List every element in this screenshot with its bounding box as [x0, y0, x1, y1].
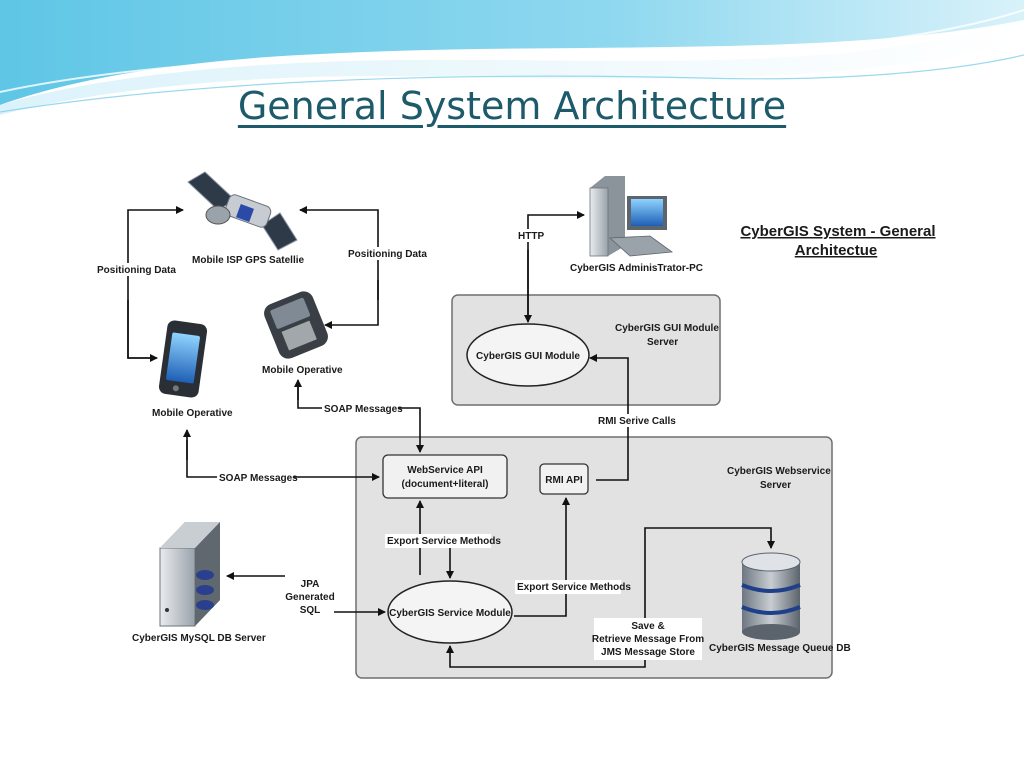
- edge-jpa-label-line1: JPA: [301, 579, 320, 590]
- mysql-db-server-icon: [159, 522, 220, 627]
- edge-positioning-right-up: [299, 206, 379, 300]
- edge-save-label-line3: JMS Message Store: [601, 647, 695, 658]
- edge-soap-left-label: SOAP Messages: [219, 473, 298, 484]
- mobile-right-label: Mobile Operative: [262, 365, 343, 376]
- message-queue-db-icon: [741, 552, 801, 640]
- edge-positioning-right-down: [324, 280, 379, 329]
- diagram-heading-line2: Architectue: [795, 242, 878, 259]
- satellite-icon: [187, 171, 298, 251]
- edge-export-left-label: Export Service Methods: [387, 536, 501, 547]
- rmi-api-label: RMI API: [545, 475, 583, 486]
- satellite-label: Mobile ISP GPS Satellie: [192, 255, 305, 266]
- edge-soap-top-label: SOAP Messages: [324, 404, 403, 415]
- admin-pc-label: CyberGIS AdminisTrator-PC: [570, 263, 703, 274]
- ws-api-label-line1: WebService API: [407, 465, 483, 476]
- page-title: General System Architecture: [237, 84, 787, 128]
- edge-export-right: [514, 497, 570, 617]
- service-module-node: [387, 580, 513, 644]
- diagram-heading-line1: CyberGIS System - General: [740, 223, 935, 240]
- edge-positioning-right-label: Positioning Data: [348, 249, 427, 260]
- edge-positioning-left-down: [127, 300, 158, 362]
- webservice-api-node: [382, 454, 508, 499]
- edge-rmi-calls-label: RMI Serive Calls: [598, 416, 676, 427]
- edge-save-label-line2: Retrieve Message From: [592, 634, 704, 645]
- gui-server-label-line1: CyberGIS GUI Module: [615, 323, 719, 334]
- gui-server-label-line2: Server: [647, 337, 678, 348]
- admin-pc-icon: [589, 176, 674, 257]
- ws-server-label-line1: CyberGIS Webservice: [727, 466, 831, 477]
- rmi-api-node: [539, 463, 589, 495]
- mobile-left-label: Mobile Operative: [152, 408, 233, 419]
- header-wave-decoration: [0, 0, 1024, 115]
- message-queue-db-label: CyberGIS Message Queue DB: [709, 643, 851, 654]
- edge-positioning-left-label: Positioning Data: [97, 265, 176, 276]
- edge-jpa-label-line2: Generated: [285, 592, 334, 603]
- mysql-db-label: CyberGIS MySQL DB Server: [132, 633, 266, 644]
- ws-api-label-line2: (document+literal): [402, 479, 489, 490]
- mobile-right-icon: [264, 291, 328, 359]
- edge-jpa-label-line3: SQL: [300, 605, 321, 616]
- edge-export-right-label: Export Service Methods: [517, 582, 631, 593]
- edge-http-label: HTTP: [518, 231, 544, 242]
- edge-save-label-line1: Save &: [631, 621, 664, 632]
- ws-server-label-line2: Server: [760, 480, 791, 491]
- edge-save-to-mq: [644, 527, 775, 635]
- service-module-label: CyberGIS Service Module: [389, 608, 511, 619]
- gui-module-label: CyberGIS GUI Module: [476, 351, 580, 362]
- mobile-left-icon: [158, 320, 208, 398]
